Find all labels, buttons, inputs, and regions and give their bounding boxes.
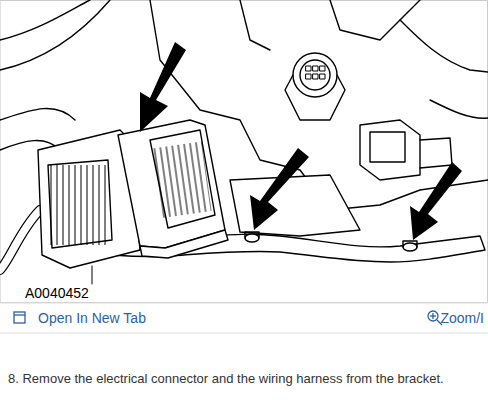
figure-code: A0040452: [24, 285, 90, 301]
step-caption: 8. Remove the electrical connector and t…: [8, 371, 484, 386]
open-link: Open In New Tab: [38, 310, 146, 326]
link-icons: [14, 311, 442, 325]
zoom-link: Zoom/I: [440, 310, 484, 326]
